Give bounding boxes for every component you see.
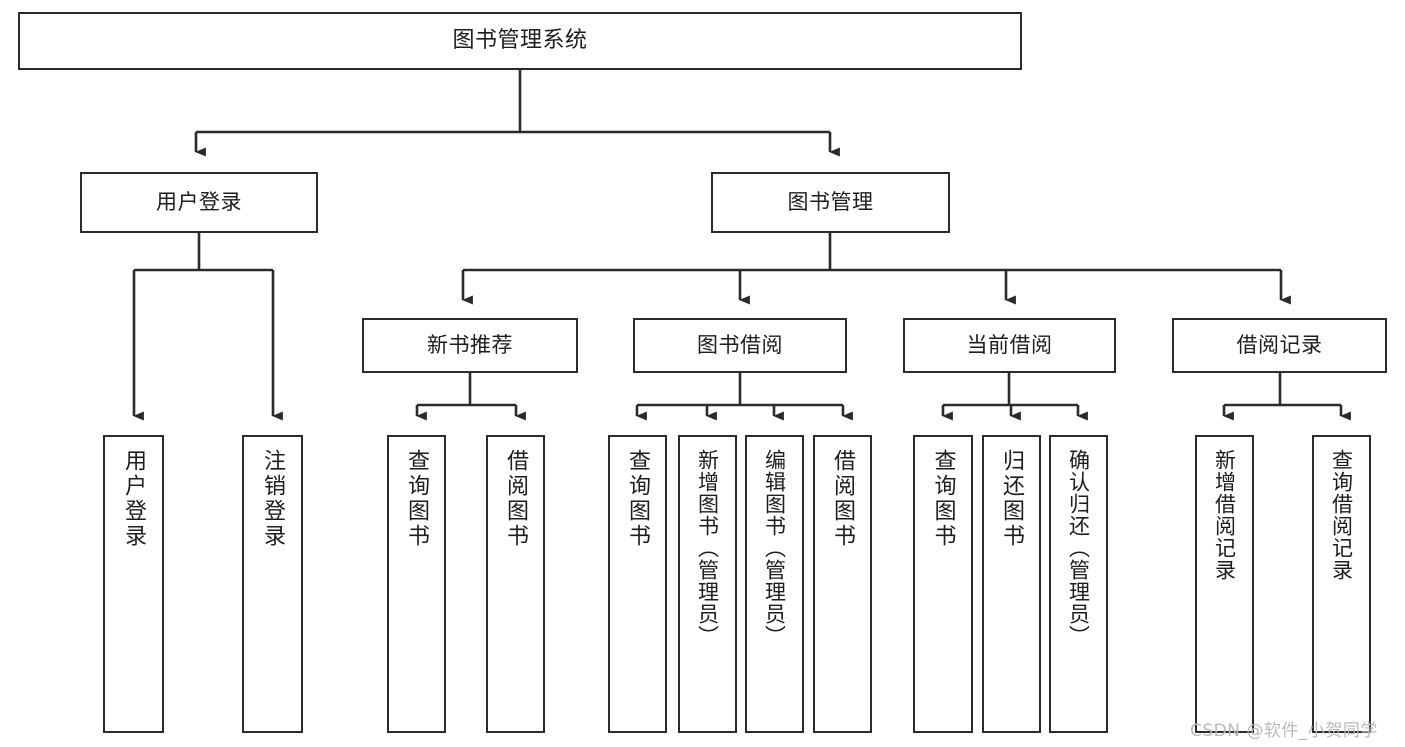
node-leaf-query-book-3[interactable]: 查询图书 <box>913 435 973 733</box>
node-leaf-borrow-book-2-label: 借阅图书 <box>830 449 856 549</box>
node-root[interactable]: 图书管理系统 <box>18 12 1022 70</box>
node-leaf-query-book-2[interactable]: 查询图书 <box>608 435 667 733</box>
node-leaf-confirm-return[interactable]: 确认归还（管理员） <box>1049 435 1108 733</box>
node-new-book-recommend-label: 新书推荐 <box>427 333 513 358</box>
node-leaf-borrow-book-1-label: 借阅图书 <box>503 449 529 549</box>
node-new-book-recommend[interactable]: 新书推荐 <box>362 318 578 373</box>
node-user-login-label: 用户登录 <box>156 190 242 215</box>
node-leaf-edit-book-label: 编辑图书（管理员） <box>762 449 787 647</box>
node-leaf-edit-book[interactable]: 编辑图书（管理员） <box>745 435 804 733</box>
node-leaf-add-book-label: 新增图书（管理员） <box>695 449 720 647</box>
node-user-login[interactable]: 用户登录 <box>80 172 318 233</box>
node-leaf-query-record[interactable]: 查询借阅记录 <box>1312 435 1371 733</box>
node-leaf-user-login[interactable]: 用户登录 <box>103 435 164 733</box>
node-leaf-user-login-label: 用户登录 <box>121 449 147 549</box>
node-leaf-borrow-book-1[interactable]: 借阅图书 <box>486 435 545 733</box>
node-current-borrow[interactable]: 当前借阅 <box>903 318 1116 373</box>
node-leaf-confirm-return-label: 确认归还（管理员） <box>1066 449 1091 647</box>
node-root-label: 图书管理系统 <box>452 28 588 54</box>
watermark: CSDN @软件_小贺同学 <box>1190 721 1378 741</box>
node-leaf-borrow-book-2[interactable]: 借阅图书 <box>813 435 872 733</box>
node-leaf-query-book-1[interactable]: 查询图书 <box>387 435 446 733</box>
node-leaf-query-book-2-label: 查询图书 <box>625 449 651 549</box>
node-leaf-query-book-3-label: 查询图书 <box>930 449 956 549</box>
node-leaf-logout-label: 注销登录 <box>260 449 286 549</box>
node-current-borrow-label: 当前借阅 <box>966 333 1053 358</box>
node-borrow-record-label: 借阅记录 <box>1236 333 1323 358</box>
node-book-borrow[interactable]: 图书借阅 <box>633 318 847 373</box>
node-leaf-add-record[interactable]: 新增借阅记录 <box>1195 435 1254 733</box>
node-leaf-add-record-label: 新增借阅记录 <box>1212 449 1237 581</box>
node-leaf-logout[interactable]: 注销登录 <box>242 435 303 733</box>
node-borrow-record[interactable]: 借阅记录 <box>1172 318 1387 373</box>
node-book-manage[interactable]: 图书管理 <box>711 172 950 233</box>
node-book-manage-label: 图书管理 <box>787 190 874 215</box>
node-leaf-query-record-label: 查询借阅记录 <box>1329 449 1354 581</box>
node-leaf-add-book[interactable]: 新增图书（管理员） <box>678 435 737 733</box>
node-leaf-query-book-1-label: 查询图书 <box>404 449 430 549</box>
node-leaf-return-book-label: 归还图书 <box>999 449 1025 549</box>
node-leaf-return-book[interactable]: 归还图书 <box>982 435 1041 733</box>
node-book-borrow-label: 图书借阅 <box>697 333 783 358</box>
